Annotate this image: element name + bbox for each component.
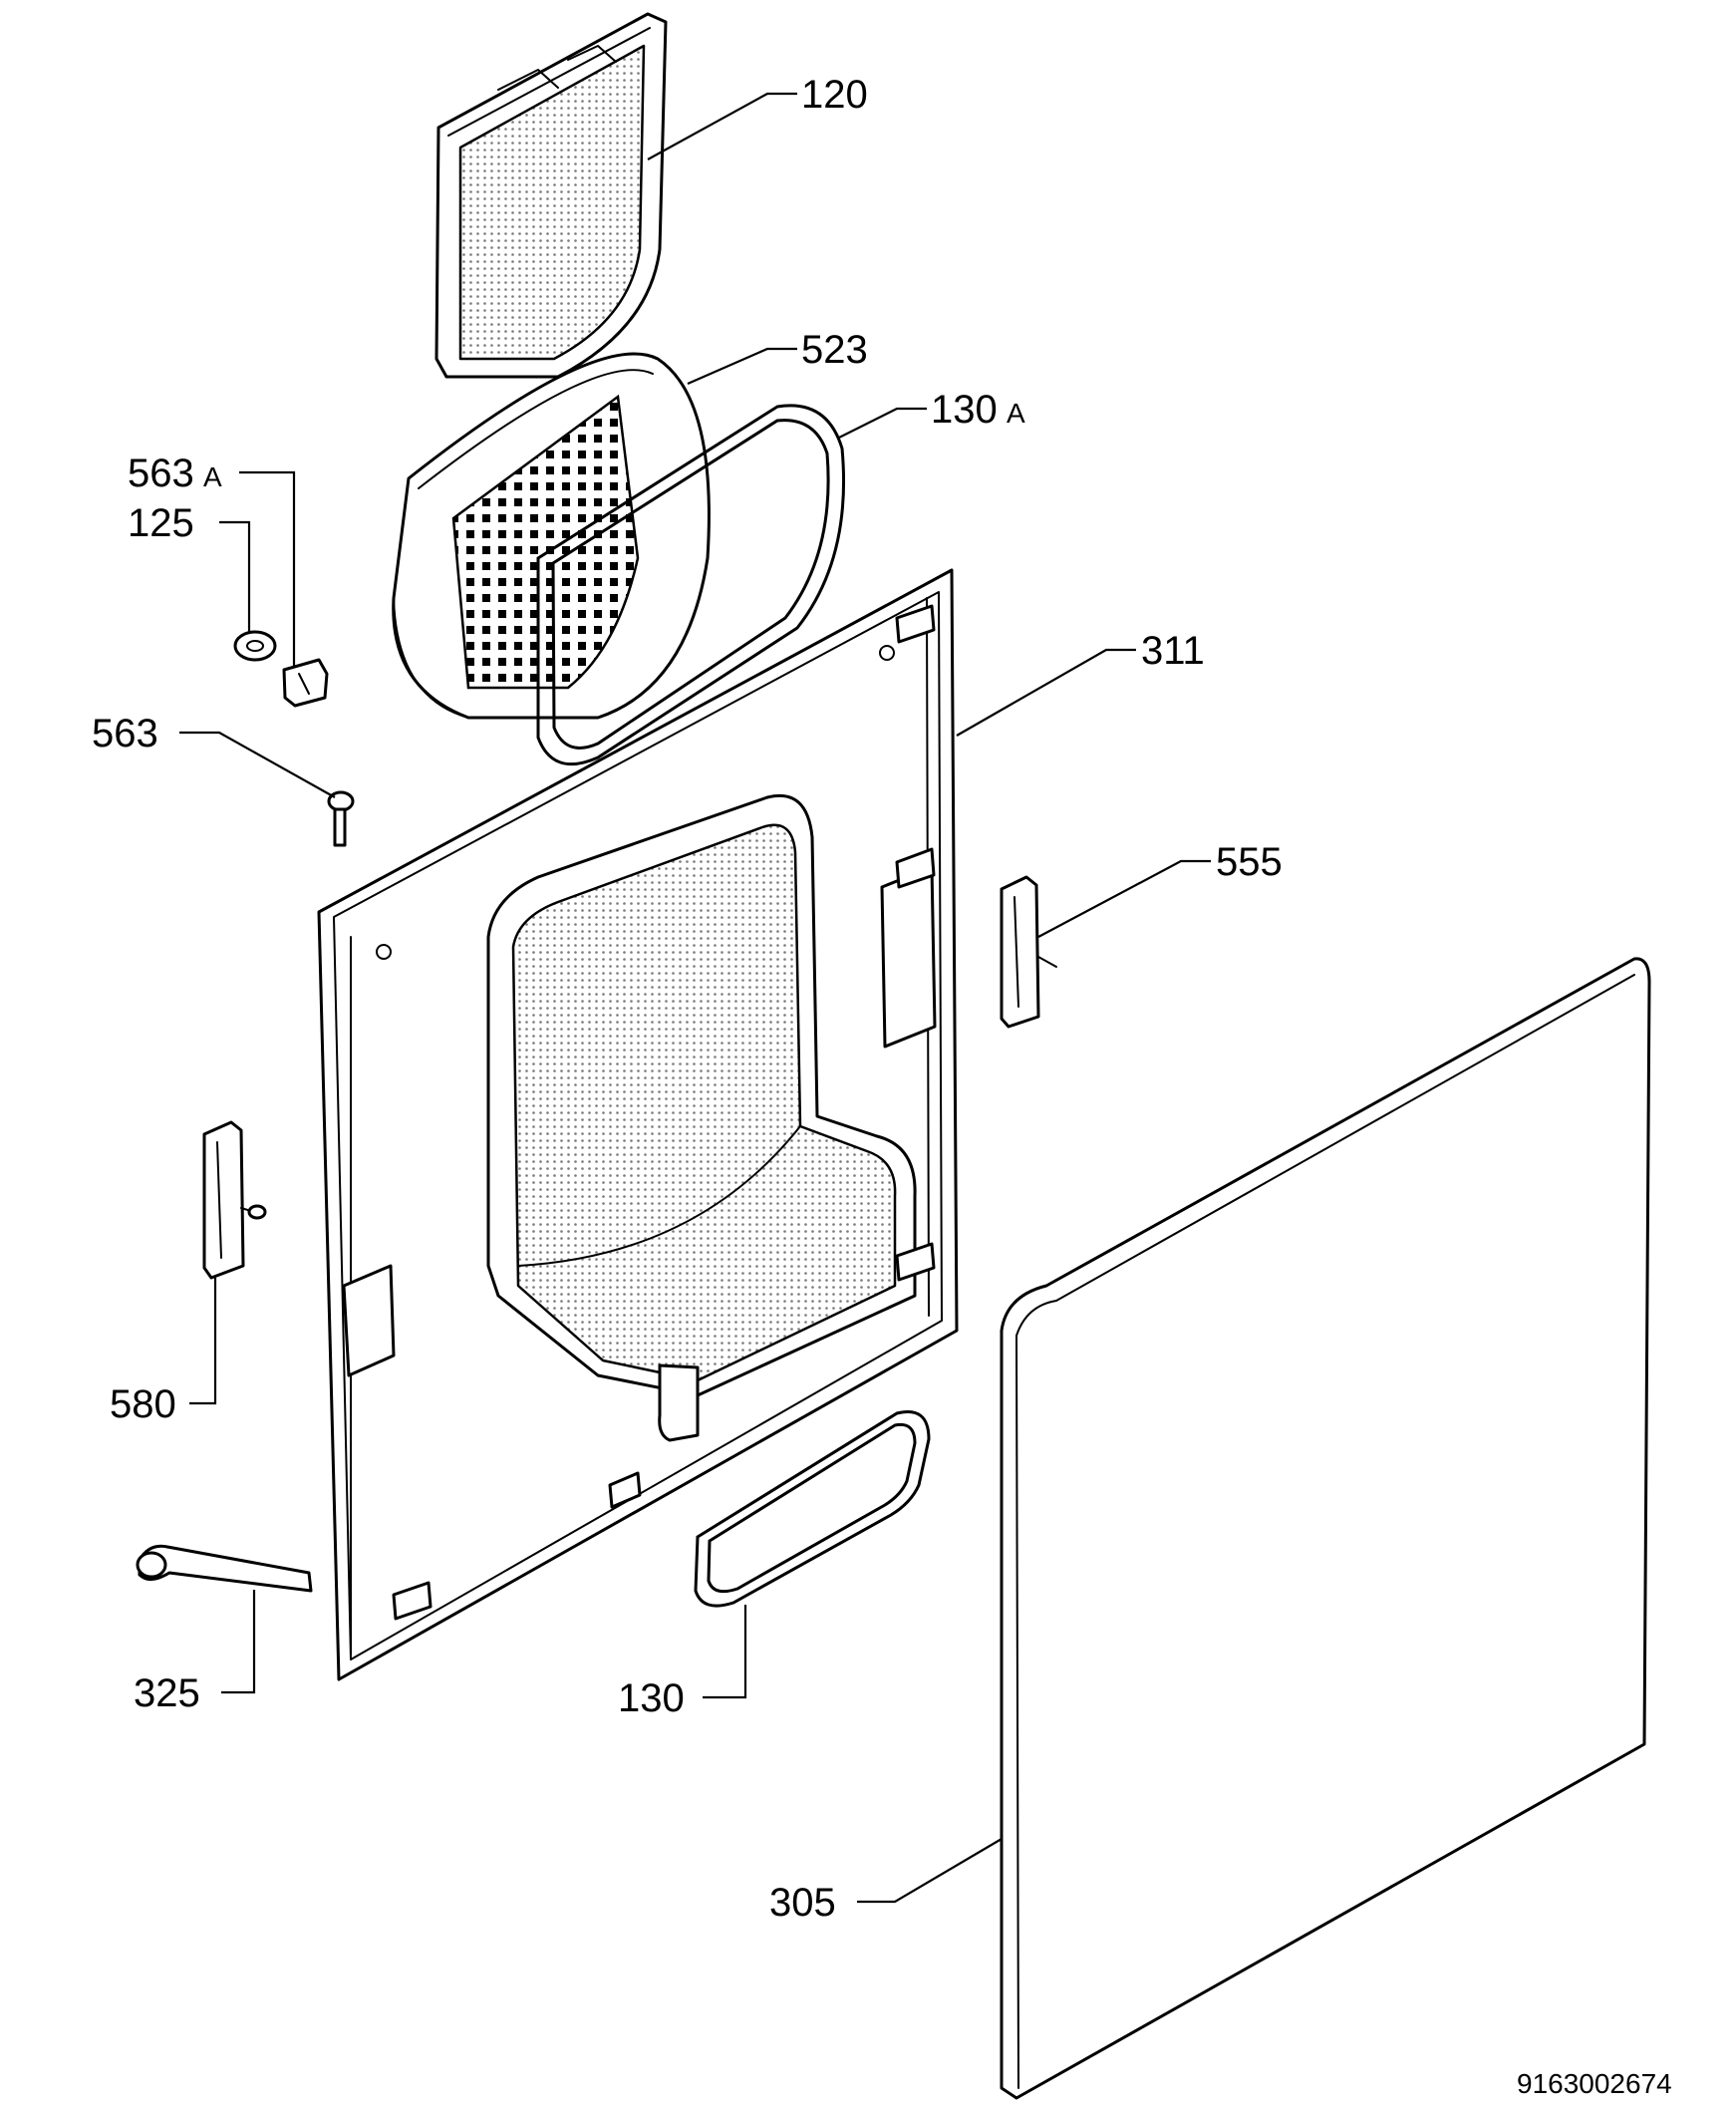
leader-563a	[239, 470, 296, 666]
filter-housing-523	[392, 352, 711, 720]
callout-555: 555	[1216, 840, 1283, 884]
callout-130a: 130	[931, 388, 998, 432]
inner-door-panel-311	[317, 568, 959, 1681]
screw-563	[327, 790, 355, 847]
leader-130	[703, 1605, 747, 1699]
leader-125	[219, 520, 251, 632]
hinge-580	[202, 1120, 267, 1280]
callout-311: 311	[1141, 629, 1205, 673]
callout-305: 305	[769, 1881, 836, 1925]
leader-555	[1037, 859, 1211, 938]
lint-filter-120	[434, 12, 668, 379]
leader-325	[221, 1590, 256, 1694]
callout-523: 523	[801, 328, 868, 372]
leader-523	[687, 347, 797, 386]
callout-325: 325	[134, 1671, 200, 1715]
callout-563: 563	[92, 712, 158, 755]
callout-130a-suffix: A	[1007, 398, 1025, 429]
clip-563a	[282, 658, 329, 708]
leader-580	[189, 1278, 217, 1405]
callout-120: 120	[801, 73, 868, 117]
gasket-130a	[536, 404, 846, 766]
gasket-130	[694, 1410, 931, 1608]
callout-563a-suffix: A	[203, 461, 222, 492]
outer-door-panel-305	[1000, 957, 1651, 2100]
callout-563a: 563	[128, 452, 194, 495]
leader-120	[647, 92, 797, 160]
leader-563	[179, 731, 336, 798]
callout-leaders	[179, 92, 1211, 1904]
washer-125	[233, 630, 277, 662]
hinge-555	[1000, 875, 1057, 1029]
drawing-number: 9163002674	[1517, 2068, 1672, 2099]
leader-305	[857, 1838, 1003, 1904]
callout-125: 125	[128, 501, 194, 545]
handle-325	[136, 1544, 313, 1593]
callout-580: 580	[110, 1382, 176, 1426]
leader-311	[956, 648, 1136, 737]
leader-130a	[836, 407, 927, 440]
callout-130: 130	[618, 1676, 685, 1720]
